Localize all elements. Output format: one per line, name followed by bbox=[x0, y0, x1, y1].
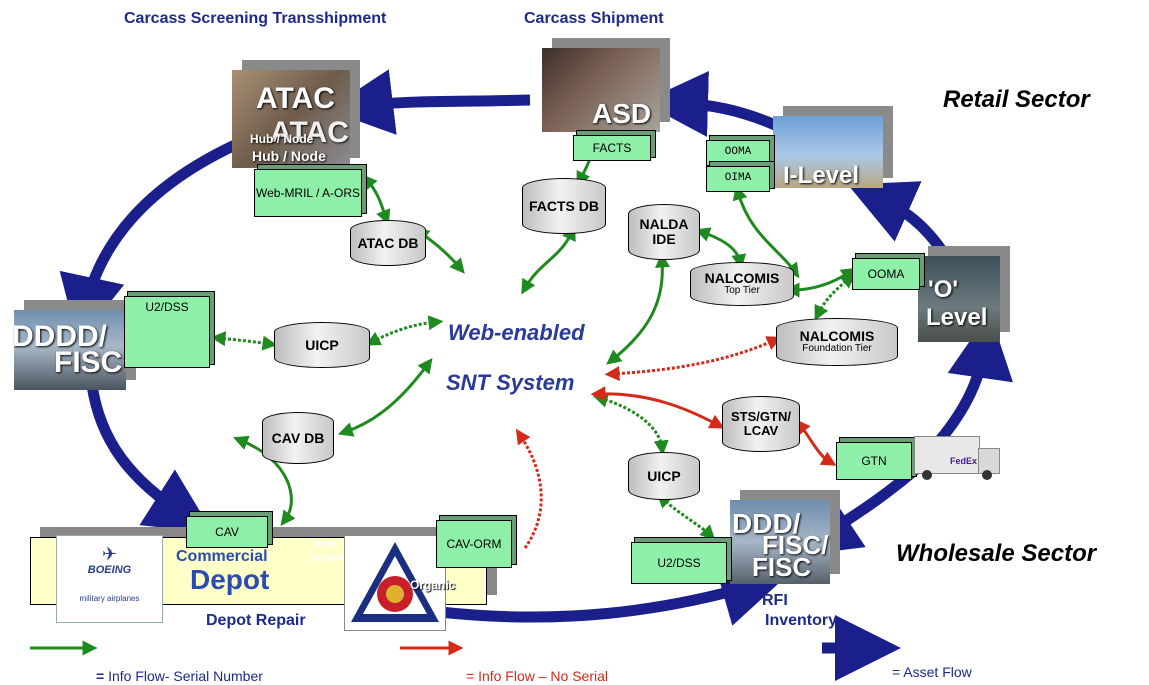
center-title-line1: Web-enabled bbox=[448, 320, 585, 345]
asset-flow-olevel-to-ilevel bbox=[847, 181, 950, 259]
rfi-line2: Inventory bbox=[765, 612, 838, 629]
fedex-truck: FedEx bbox=[914, 436, 1004, 482]
ddd-title: DDD/ bbox=[732, 508, 801, 539]
asset-flow-dddd-to-depot bbox=[86, 384, 213, 533]
cav-orm-box: CAV-ORM bbox=[436, 520, 512, 568]
facts-db: FACTS DB bbox=[522, 178, 606, 234]
retail-sector-label: Retail Sector bbox=[943, 86, 1090, 113]
center-title-line2: SNT System bbox=[446, 370, 575, 395]
info-flow-center-uicp-right bbox=[592, 392, 669, 456]
ddd-sub: FISC bbox=[752, 552, 812, 582]
info-flow-center-factsdb bbox=[521, 225, 576, 295]
depot-depot: Depot bbox=[190, 564, 270, 595]
atac-sub1: Hub / Node bbox=[250, 132, 314, 146]
legend-serial-text: Info Flow- Serial Number bbox=[108, 668, 263, 684]
atac-sub2: Hub / Node bbox=[252, 148, 326, 164]
nalcomis-foundation-db: NALCOMIS Foundation Tier bbox=[776, 318, 898, 366]
atac-overlay: ATAC bbox=[270, 116, 349, 149]
asset-flow-ilevel-to-asd bbox=[642, 70, 778, 137]
dddd-sub: FISC bbox=[54, 346, 123, 379]
rfi-line1: RFI bbox=[762, 592, 788, 609]
facts-box: FACTS bbox=[573, 135, 651, 161]
ddd-fisc-node: DDD/ FISC/ FISC bbox=[730, 500, 830, 584]
cav-left-box: CAV bbox=[186, 516, 268, 548]
legend-serial-eq: = bbox=[96, 668, 105, 684]
info-flow-uicp-center bbox=[365, 315, 444, 346]
dddd-title: DDDD/ bbox=[12, 320, 107, 353]
info-flow-nalda-nalcomis bbox=[694, 227, 747, 270]
asd-title: ASD bbox=[592, 98, 652, 129]
nalcomis-top-db: NALCOMIS Top Tier bbox=[690, 262, 794, 306]
nalcomis-found-sub: Foundation Tier bbox=[802, 343, 872, 355]
ooma-top-box: OOMA bbox=[706, 140, 770, 166]
info-flow-sts-gtn bbox=[795, 419, 837, 466]
info-flow-oima-nalcomis bbox=[732, 184, 800, 279]
depot-service: service bbox=[310, 552, 348, 564]
fedex-label: FedEx bbox=[950, 456, 978, 466]
u2dss-right-box: U2/DSS bbox=[631, 542, 727, 584]
nalcomis-top-sub: Top Tier bbox=[724, 285, 760, 297]
depot-commercial: Commercial bbox=[176, 548, 268, 565]
cav-db: CAV DB bbox=[262, 412, 334, 464]
atac-title: ATAC bbox=[256, 82, 335, 115]
info-flow-center-atacdb bbox=[414, 227, 465, 274]
legend-serial: = Info Flow- Serial Number bbox=[96, 668, 263, 684]
u2dss-left-box: U2/DSS bbox=[124, 296, 210, 368]
info-flow-ooma-nalcomis bbox=[784, 267, 857, 298]
nalcomis-found-name: NALCOMIS bbox=[799, 328, 875, 345]
webmril-box: Web-MRIL / A-ORS bbox=[254, 169, 362, 217]
info-flow-factsbox-factsdb bbox=[576, 157, 592, 187]
boeing-logo: ✈ BOEING military airplanes bbox=[56, 535, 163, 623]
info-flow-center-cavdb bbox=[337, 357, 433, 437]
ilevel-node: I-Level bbox=[773, 116, 883, 189]
depot-organic: Organic bbox=[410, 578, 456, 592]
atac-db: ATAC DB bbox=[350, 220, 426, 266]
gtn-box: GTN bbox=[836, 442, 912, 480]
info-flow-center-nalda bbox=[606, 252, 671, 365]
asset-flow-asd-to-atac bbox=[327, 69, 531, 135]
asset-flow-ddd-to-olevel bbox=[935, 312, 1013, 444]
info-flow-u2dss-uicp bbox=[210, 331, 278, 351]
info-flow-center-nalcomis-found bbox=[604, 336, 782, 382]
legend-asset: = Asset Flow bbox=[892, 664, 972, 680]
asset-flow-atac-to-dddd bbox=[59, 140, 238, 343]
olevel-line2: Level bbox=[926, 304, 988, 331]
depot-repair-label: Depot Repair bbox=[206, 612, 306, 629]
info-flow-cavorm-center bbox=[515, 428, 543, 549]
asset-flow-gtn-to-ddd bbox=[792, 465, 919, 557]
ilevel-title: I-Level bbox=[783, 162, 860, 189]
label-carcass-screening: Carcass Screening Transshipment bbox=[124, 10, 387, 27]
oima-box: OIMA bbox=[706, 166, 770, 192]
legend-noserial: = Info Flow – No Serial bbox=[466, 668, 609, 684]
uicp-left-db: UICP bbox=[274, 322, 370, 368]
uicp-right-db: UICP bbox=[628, 452, 700, 500]
label-carcass-shipment: Carcass Shipment bbox=[524, 10, 664, 27]
wholesale-sector-label: Wholesale Sector bbox=[896, 540, 1097, 567]
ooma-right-box: OOMA bbox=[852, 258, 920, 290]
sts-gtn-lcav-db: STS/GTN/ LCAV bbox=[722, 396, 800, 452]
info-flow-center-sts bbox=[590, 386, 725, 429]
info-flow-webmril-atacdb bbox=[362, 174, 391, 225]
info-flow-uicp-u2dss-right bbox=[656, 492, 716, 541]
depot-inter: Inter- bbox=[314, 538, 342, 550]
info-flow-ooma-nalcomis-found bbox=[814, 273, 856, 321]
boeing-name: BOEING bbox=[87, 564, 132, 576]
asd-node: ASD bbox=[542, 48, 660, 132]
atac-hub-node: ATAC ATAC Hub / Node Hub / Node bbox=[232, 70, 350, 168]
dddd-fisc-node: DDDD/ FISC bbox=[12, 310, 126, 390]
nalda-ide-db: NALDA IDE bbox=[628, 204, 700, 260]
olevel-line1: 'O' bbox=[928, 276, 959, 303]
asset-flow-depot-to-ddd bbox=[439, 562, 787, 626]
nalcomis-top-name: NALCOMIS bbox=[704, 270, 780, 287]
olevel-node: 'O' Level bbox=[918, 256, 1000, 342]
info-flow-cav-cavdb bbox=[233, 435, 296, 527]
usmc-emblem bbox=[344, 535, 446, 631]
boeing-sub: military airplanes bbox=[79, 594, 140, 603]
ddd-overlay: FISC/ bbox=[762, 530, 829, 560]
